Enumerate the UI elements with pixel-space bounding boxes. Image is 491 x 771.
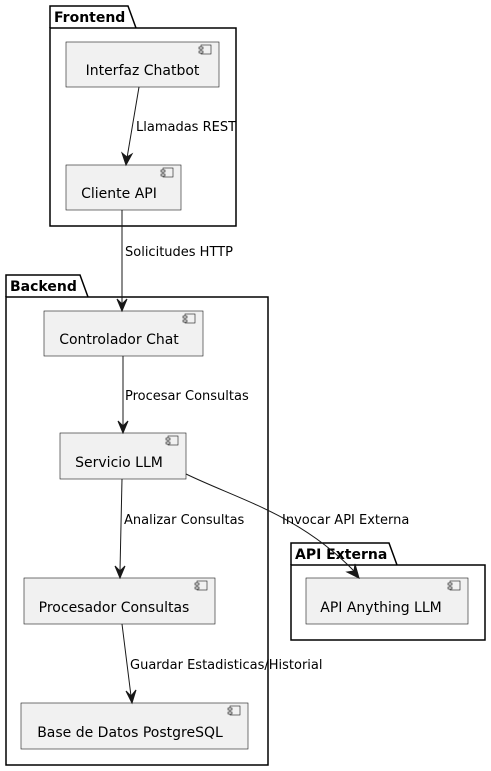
component-label: Cliente API: [81, 186, 157, 202]
package-backend-frame: [5, 296, 269, 766]
package-api-externa-tab: [290, 542, 398, 566]
package-api-externa-title: API Externa: [295, 547, 387, 563]
component-icon: [165, 435, 179, 446]
component-interfaz-chatbot[interactable]: Interfaz Chatbot: [65, 41, 220, 88]
component-label: Servicio LLM: [75, 455, 163, 471]
component-controlador-chat[interactable]: Controlador Chat: [43, 310, 204, 357]
component-icon: [182, 313, 196, 324]
component-label: Base de Datos PostgreSQL: [37, 725, 223, 741]
package-frontend-tab: [49, 5, 137, 29]
edge-procesar-consultas: Procesar Consultas: [117, 356, 249, 435]
component-icon: [194, 580, 208, 591]
component-icon: [227, 705, 241, 716]
edge-solicitudes-http: Solicitudes HTTP: [116, 210, 233, 313]
edge-label: Solicitudes HTTP: [125, 245, 233, 260]
component-api-anything-llm[interactable]: API Anything LLM: [305, 577, 469, 625]
component-base-de-datos[interactable]: Base de Datos PostgreSQL: [20, 702, 249, 750]
package-frontend-title: Frontend: [54, 10, 125, 26]
package-backend-tab: [5, 274, 89, 298]
component-procesador-consultas[interactable]: Procesador Consultas: [23, 577, 216, 625]
edge-llamadas-rest: Llamadas REST: [120, 86, 236, 167]
edge-guardar-estadisticas: Guardar Estadisticas/Historial: [121, 623, 323, 705]
component-label: Procesador Consultas: [39, 600, 190, 616]
component-servicio-llm[interactable]: Servicio LLM: [59, 432, 187, 480]
component-label: Interfaz Chatbot: [86, 63, 200, 79]
component-icon: [198, 44, 212, 55]
edge-label: Analizar Consultas: [124, 513, 245, 528]
edge-label: Llamadas REST: [136, 120, 236, 135]
component-icon: [160, 167, 174, 178]
edge-label: Procesar Consultas: [125, 389, 249, 404]
component-label: Controlador Chat: [59, 332, 179, 348]
package-backend-title: Backend: [10, 279, 77, 295]
edge-analizar-consultas: Analizar Consultas: [114, 478, 245, 580]
component-cliente-api[interactable]: Cliente API: [65, 164, 182, 211]
package-backend: Backend: [5, 274, 269, 766]
edge-invocar-api-externa: Invocar API Externa: [185, 473, 409, 579]
edge-label: Guardar Estadisticas/Historial: [130, 658, 323, 673]
component-label: API Anything LLM: [320, 600, 441, 616]
component-icon: [447, 580, 461, 591]
edge-label: Invocar API Externa: [282, 513, 409, 528]
